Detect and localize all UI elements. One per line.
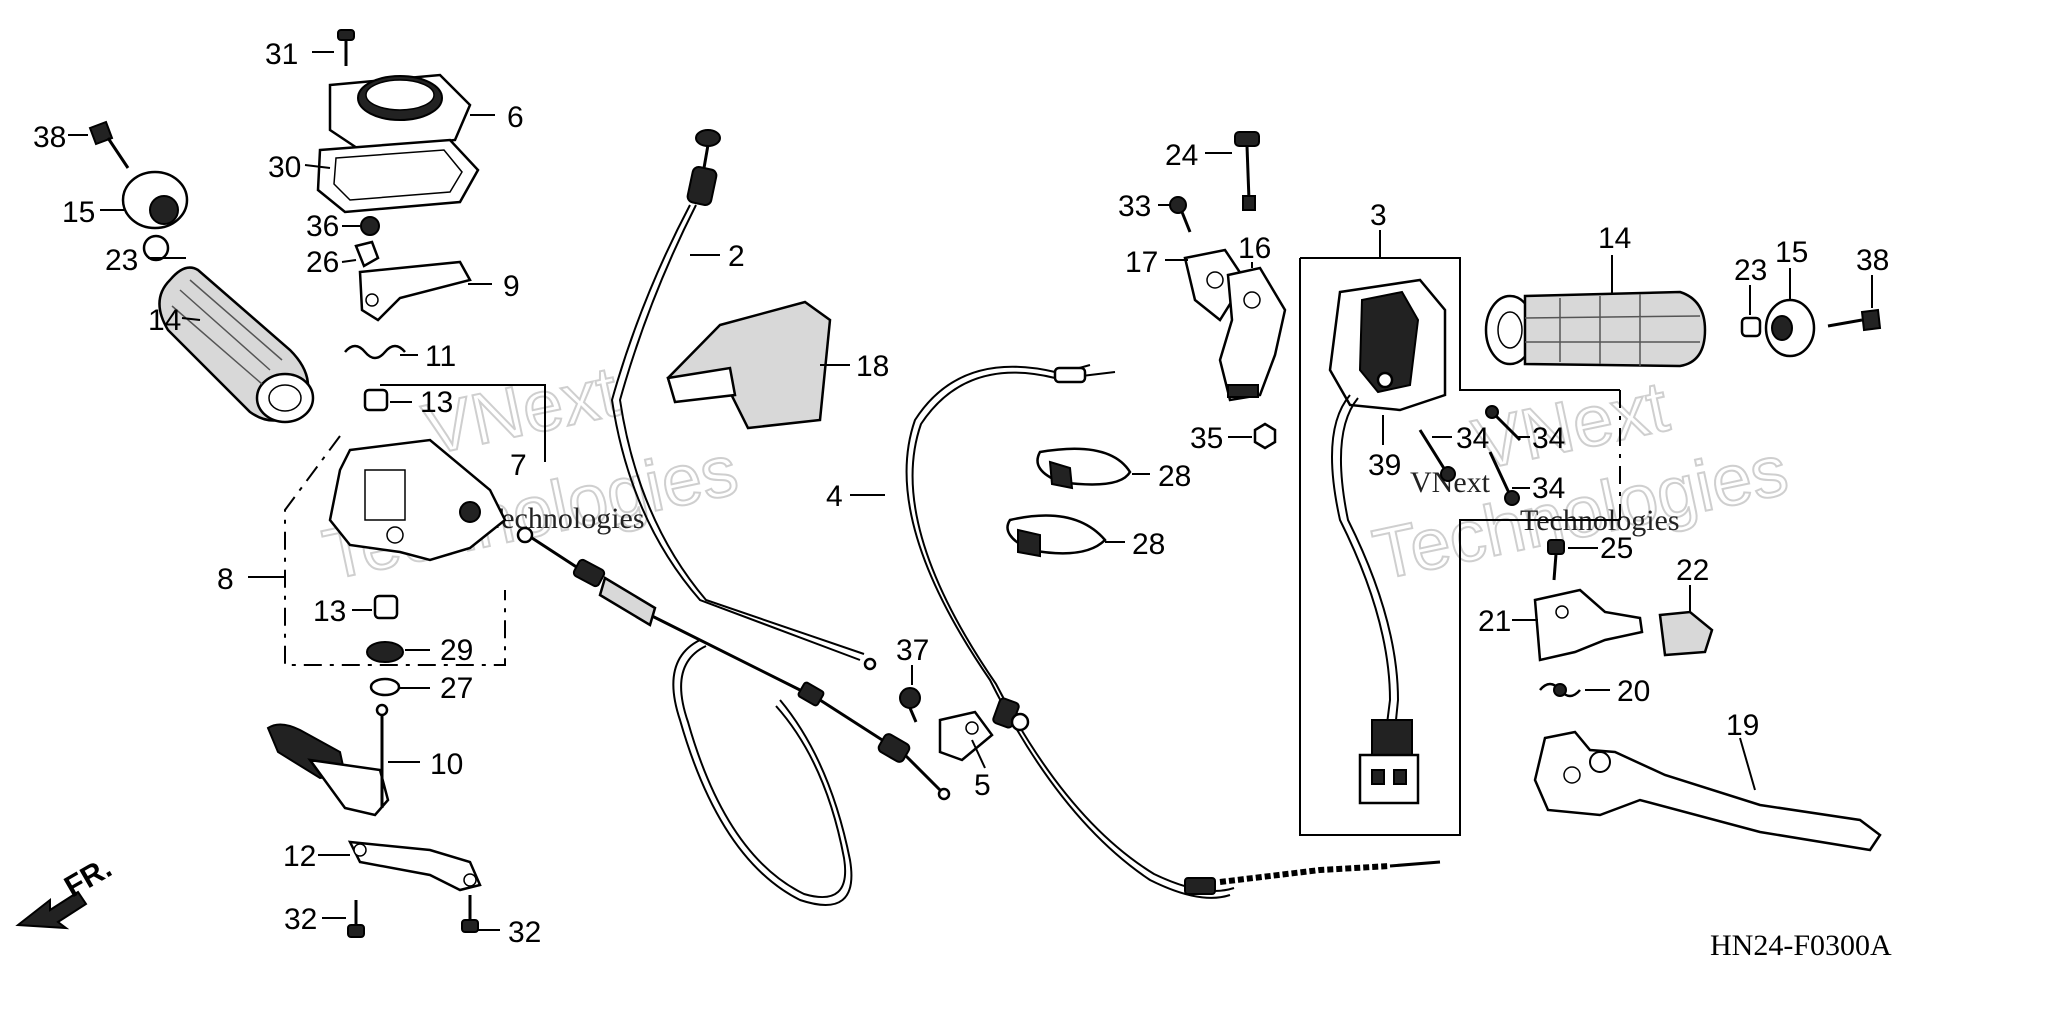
label-32-right: 32 [508, 916, 541, 949]
label-34-b: 34 [1532, 422, 1565, 455]
label-18: 18 [856, 350, 889, 383]
label-33: 33 [1118, 190, 1151, 223]
bar-end-15-left-icon [121, 170, 189, 230]
seal-29-icon [366, 641, 404, 663]
spring-11-icon [344, 344, 406, 360]
label-20: 20 [1617, 675, 1650, 708]
screw-32-right-icon [461, 895, 479, 933]
label-28-lower: 28 [1132, 528, 1165, 561]
front-direction-arrow-icon [15, 890, 88, 930]
label-11: 11 [425, 340, 456, 373]
label-31: 31 [265, 38, 298, 71]
label-22: 22 [1676, 554, 1709, 587]
collar-23-left-icon [142, 234, 170, 262]
label-3: 3 [1370, 199, 1387, 232]
label-15-left: 15 [62, 196, 95, 229]
gasket-30-icon [316, 138, 480, 214]
label-17: 17 [1125, 246, 1158, 279]
throttle-cover-6-icon [328, 73, 472, 152]
label-5: 5 [974, 769, 991, 802]
screw-34-c-icon [1488, 451, 1520, 506]
screw-34-a-icon [1418, 429, 1456, 482]
label-32-left: 32 [284, 903, 317, 936]
watermark-small-2: Technologies [485, 502, 645, 535]
band-28-upper-icon [1036, 447, 1132, 490]
spring-20-icon [1539, 682, 1581, 698]
clamp-5-icon [938, 697, 1030, 762]
bolt-24-icon [1234, 131, 1260, 211]
label-36: 36 [306, 210, 339, 243]
label-12: 12 [283, 840, 316, 873]
label-28-upper: 28 [1158, 460, 1191, 493]
nut-35-icon [1253, 422, 1277, 450]
label-25: 25 [1600, 532, 1633, 565]
switch-housing-icon [1328, 278, 1447, 805]
label-30: 30 [268, 151, 301, 184]
direction-label: FR. [59, 851, 117, 904]
label-38-left: 38 [33, 121, 66, 154]
bolt-33-icon [1169, 196, 1192, 233]
nut-36-icon [360, 216, 380, 236]
label-9: 9 [503, 270, 520, 303]
diagram-code: HN24-F0300A [1710, 929, 1892, 962]
bushing-26-icon [354, 240, 380, 268]
label-13-top: 13 [420, 386, 453, 419]
label-21: 21 [1478, 605, 1511, 638]
label-23-right: 23 [1734, 254, 1767, 287]
label-35: 35 [1190, 422, 1223, 455]
label-7: 7 [510, 449, 527, 482]
label-4: 4 [826, 480, 843, 513]
bolt-31-icon [337, 29, 355, 66]
assembly-bracket-8 [284, 384, 546, 666]
lever-bracket-16-icon [1218, 266, 1287, 402]
throttle-lever-10-icon [266, 703, 390, 817]
label-19: 19 [1726, 709, 1759, 742]
bar-end-15-right-icon [1764, 298, 1816, 358]
switch-lever-21-icon [1533, 588, 1644, 662]
throttle-cable-2 [610, 129, 877, 671]
grip-14-left-icon [158, 266, 315, 424]
bolt-38-left-icon [88, 120, 130, 169]
label-34-a: 34 [1456, 422, 1489, 455]
cable-4 [905, 364, 1441, 899]
plate-12-icon [347, 840, 482, 892]
label-23-left: 23 [105, 244, 138, 277]
throttle-housing-7-icon [328, 438, 507, 562]
label-6: 6 [507, 101, 524, 134]
label-26: 26 [306, 246, 339, 279]
screw-25-icon [1547, 539, 1565, 581]
label-27: 27 [440, 672, 473, 705]
screw-32-left-icon [347, 900, 365, 938]
brake-lever-19-icon [1533, 730, 1882, 852]
screw-34-b-icon [1485, 405, 1522, 442]
label-10: 10 [430, 748, 463, 781]
bolt-37-icon [899, 687, 921, 723]
grip-14-right-icon [1484, 290, 1707, 368]
label-29: 29 [440, 634, 473, 667]
pad-22-icon [1658, 610, 1714, 657]
switch-cover-18-icon [666, 300, 832, 430]
label-15-right: 15 [1775, 236, 1808, 269]
label-14-left: 14 [148, 304, 181, 337]
bolt-38-right-icon [1827, 308, 1882, 332]
label-2: 2 [728, 240, 745, 273]
collar-23-right-icon [1740, 316, 1762, 338]
label-8: 8 [217, 563, 234, 596]
band-28-lower-icon [1006, 514, 1107, 558]
cap-13-bottom-icon [373, 594, 399, 620]
label-37: 37 [896, 634, 929, 667]
label-24: 24 [1165, 139, 1198, 172]
label-39: 39 [1368, 449, 1401, 482]
cap-13-top-icon [363, 388, 389, 412]
label-16: 16 [1238, 232, 1271, 265]
throttle-arm-9-icon [358, 260, 472, 322]
label-34-c: 34 [1532, 472, 1565, 505]
throttle-cable-loop [516, 526, 951, 906]
label-13-bottom: 13 [313, 595, 346, 628]
label-38-right: 38 [1856, 244, 1889, 277]
washer-27-icon [369, 677, 401, 697]
label-14-right: 14 [1598, 222, 1631, 255]
